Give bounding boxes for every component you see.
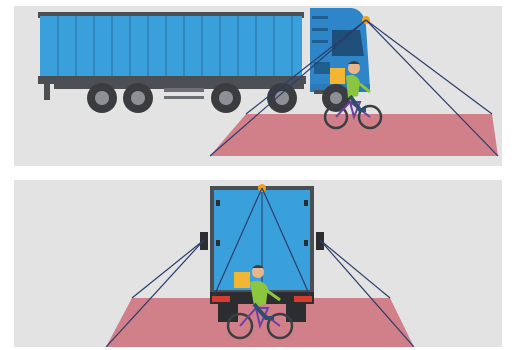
trailer (38, 12, 306, 100)
blind-spot-zone (210, 114, 498, 156)
side-view-panel (14, 6, 502, 166)
rear-view-panel (14, 180, 502, 347)
rear-view-illustration (14, 180, 502, 347)
side-view-illustration (14, 6, 502, 166)
